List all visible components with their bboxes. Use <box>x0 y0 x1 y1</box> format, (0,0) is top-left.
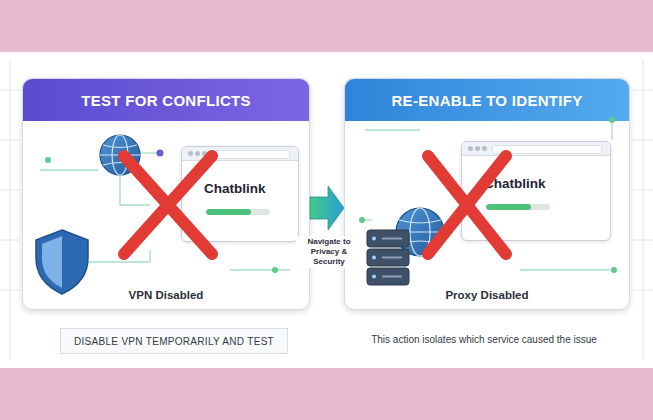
window-dot <box>475 146 480 151</box>
grid-line <box>0 90 20 91</box>
note-text: This action isolates which service cause… <box>338 334 630 345</box>
progress-fill <box>206 209 251 215</box>
grid-line <box>0 190 20 191</box>
window-dot <box>202 151 207 156</box>
grid-line <box>10 60 11 360</box>
status-text: VPN Disabled <box>23 289 309 301</box>
window-dot <box>468 146 473 151</box>
browser-toolbar <box>182 147 298 161</box>
address-bar <box>492 145 602 154</box>
status-text: Proxy Disabled <box>345 289 629 301</box>
panel-header: TEST FOR CONFLICTS <box>23 79 309 121</box>
panel-card: TEST FOR CONFLICTS VPN Disabled Chatblink <box>22 78 310 310</box>
grid-line <box>633 240 653 241</box>
progress-bar <box>206 209 270 215</box>
grid-line <box>633 140 653 141</box>
grid-line <box>643 60 644 360</box>
grid-line <box>633 190 653 191</box>
address-bar <box>212 150 290 159</box>
progress-bar <box>486 204 550 210</box>
grid-line <box>0 240 20 241</box>
window-dot <box>195 151 200 156</box>
flow-arrow <box>310 186 344 230</box>
panel-title: RE-ENABLE TO IDENTIFY <box>391 92 582 109</box>
app-name: Chatblink <box>484 176 546 191</box>
progress-fill <box>486 204 531 210</box>
grid-line <box>633 90 653 91</box>
grid-lines <box>0 60 653 360</box>
edge-label: Navigate to Privacy & Security <box>296 236 362 268</box>
grid-line <box>0 140 20 141</box>
app-name: Chatblink <box>204 181 266 196</box>
caption-text: DISABLE VPN TEMPORARILY AND TEST <box>74 336 274 347</box>
grid-line <box>633 290 653 291</box>
grid-line <box>0 290 20 291</box>
caption-box: DISABLE VPN TEMPORARILY AND TEST <box>60 328 288 354</box>
panel-title: TEST FOR CONFLICTS <box>81 92 251 109</box>
window-dot <box>482 146 487 151</box>
browser-window: Chatblink <box>461 141 611 241</box>
panel-card: RE-ENABLE TO IDENTIFY Proxy Disabled Chatb… <box>344 78 630 310</box>
window-dot <box>188 151 193 156</box>
browser-toolbar <box>462 142 610 156</box>
browser-window: Chatblink <box>181 146 299 242</box>
panel-header: RE-ENABLE TO IDENTIFY <box>345 79 629 121</box>
